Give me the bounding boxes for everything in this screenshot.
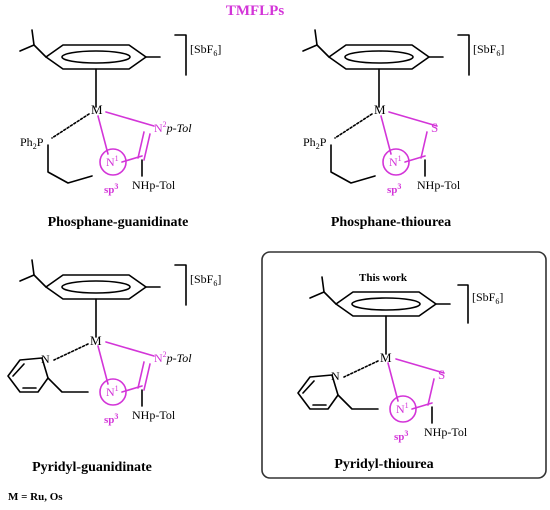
metal-label: M [90,333,102,348]
ch2-linker [337,394,379,410]
structure-name: Phosphane-guanidinate [48,215,189,230]
sp3-label: sp3 [104,182,118,196]
sulfur-label: S [438,367,445,382]
cymene-ring [309,276,451,355]
metal-label: M [380,350,392,365]
dative-bond [51,113,90,139]
pyridine-n-label: N [41,352,50,366]
ph2p-label: Ph2P [20,135,44,151]
alkyl-linker [47,144,93,184]
n1-label: N1 [396,401,409,416]
nhptol-label: NHp-Tol [424,425,468,439]
ph2p-label: Ph2P [303,135,327,151]
figure-title: TMFLPs [226,3,284,19]
structure-name: Phosphane-thiourea [331,215,451,230]
cs-bond [420,131,428,159]
nhptol-label: NHp-Tol [132,408,176,422]
ch2-linker [47,377,89,393]
structure-pyridyl-thiourea: [SbF6] M N N1 sp3 S NHp-Tol Pyridyl-thio… [297,276,503,472]
metal-label: M [91,102,103,117]
counter-ion: [SbF6] [473,42,504,58]
metal-footnote: M = Ru, Os [8,491,63,503]
bracket [174,34,187,76]
counter-ion: [SbF6] [190,42,221,58]
n2-ptol-label: N2p-Tol [154,120,192,135]
cymene-ring [19,259,161,338]
structure-pyridyl-guanidinate: [SbF6] M N N1 sp3 N2p-Tol NHp-Tol Pyridy… [7,259,221,475]
sp3-label: sp3 [104,412,118,426]
counter-ion: [SbF6] [190,272,221,288]
cs-bond [427,378,435,406]
structure-name: Pyridyl-thiourea [334,457,433,472]
metal-label: M [374,102,386,117]
n1-label: N1 [389,154,402,169]
sp3-label: sp3 [387,182,401,196]
dative-bond [343,360,379,378]
nhptol-label: NHp-Tol [132,178,176,192]
sp3-label: sp3 [394,429,408,443]
n2-ptol-label: N2p-Tol [154,350,192,365]
structure-phosphane-thiourea: [SbF6] M Ph2P N1 sp3 S NHp-Tol Phosphane… [302,29,504,230]
alkyl-linker [330,144,376,184]
pyridine-n-label: N [331,369,340,383]
nhptol-label: NHp-Tol [417,178,461,192]
cymene-ring [302,29,444,108]
this-work-frame [261,251,547,479]
cn-double-bond [137,131,145,159]
sulfur-label: S [431,120,438,135]
structure-name: Pyridyl-guanidinate [32,460,152,475]
dative-bond [53,343,89,361]
n1-label: N1 [106,154,119,169]
bracket [174,264,187,306]
this-work-label: This work [359,272,408,284]
structure-phosphane-guanidinate: [SbF6] M Ph2P N1 sp3 N2p-Tol NHp-Tol Pho… [19,29,221,230]
n1-label: N1 [106,384,119,399]
bracket [457,34,470,76]
cn-double-bond [137,361,145,389]
dative-bond [334,113,373,139]
cymene-ring [19,29,161,108]
counter-ion: [SbF6] [472,290,503,306]
bracket [457,284,469,324]
